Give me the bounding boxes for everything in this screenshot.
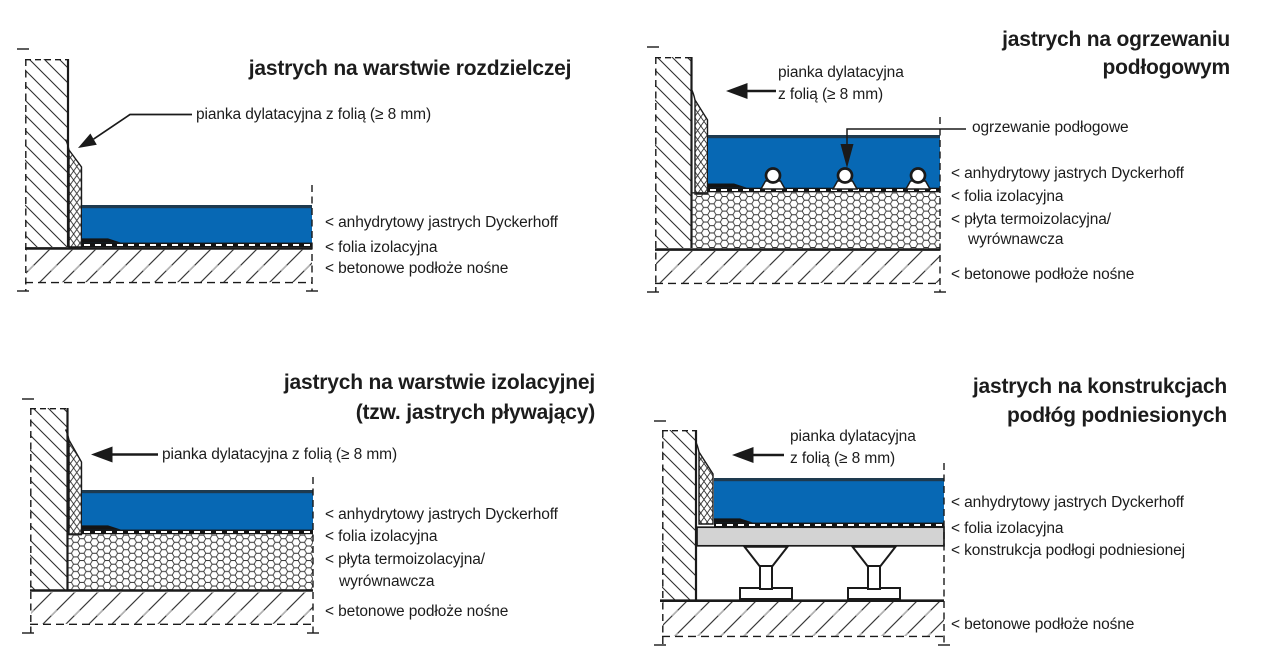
- arrow-down-left-icon: [78, 133, 97, 148]
- wall-hatch: [655, 57, 692, 248]
- heating-pipe: [764, 167, 782, 184]
- floor-pedestal: [847, 545, 901, 600]
- concrete-slab: [31, 591, 313, 624]
- layer-label-insulation-2: wyrównawcza: [968, 231, 1064, 248]
- pipe-mount: [904, 180, 932, 190]
- wall-hatch: [30, 408, 68, 590]
- diagram-raised-floor: [654, 420, 950, 646]
- layer-label-insulation: < płyta termoizolacyjna/: [325, 551, 485, 568]
- floor-pedestal: [739, 545, 793, 600]
- pipe-mount: [759, 180, 787, 190]
- foam-strip-label: z folią (≥ 8 mm): [778, 86, 884, 103]
- screed-layer: [714, 478, 944, 523]
- foam-strip-label: pianka dylatacyjna z folią (≥ 8 mm): [162, 446, 398, 463]
- foam-strip-label: pianka dylatacyjna z folią (≥ 8 mm): [196, 106, 432, 123]
- heating-pipe: [836, 167, 854, 184]
- wall-hatch: [662, 430, 697, 600]
- layer-label-screed: < anhydrytowy jastrych Dyckerhoff: [951, 165, 1184, 182]
- leader-line: [846, 128, 966, 144]
- arrow-left-icon: [91, 446, 113, 463]
- layer-label-screed: < anhydrytowy jastrych Dyckerhoff: [325, 214, 558, 231]
- diagram-floor-heating: [647, 46, 966, 293]
- layer-label-foil: < folia izolacyjna: [325, 528, 438, 545]
- insulation-board: [68, 534, 313, 590]
- foam-strip: [694, 97, 709, 195]
- pipe-mount: [831, 180, 859, 190]
- layer-label-concrete: < betonowe podłoże nośne: [951, 616, 1135, 633]
- heating-pipes: [759, 167, 932, 190]
- foam-strip-label: pianka dylatacyjna: [778, 64, 904, 81]
- foam-strip-label: pianka dylatacyjna: [790, 428, 916, 445]
- layer-label-foil: < folia izolacyjna: [951, 520, 1064, 537]
- layer-label-concrete: < betonowe podłoże nośne: [325, 260, 509, 277]
- arrow-left-icon: [732, 447, 754, 463]
- screed-layer: [82, 490, 313, 530]
- layer-label-screed: < anhydrytowy jastrych Dyckerhoff: [325, 506, 558, 523]
- layer-label-screed: < anhydrytowy jastrych Dyckerhoff: [951, 494, 1184, 511]
- leader-line: [93, 113, 192, 140]
- diagram2-title: jastrych na ogrzewaniu podłogowym: [1002, 28, 1230, 79]
- diagram4-title: jastrych na konstrukcjach podłóg podnies…: [972, 375, 1227, 427]
- arrow-left-icon: [726, 83, 748, 99]
- foam-strip: [68, 437, 83, 535]
- concrete-slab: [656, 250, 940, 283]
- heating-pipe-label: ogrzewanie podłogowe: [972, 119, 1129, 136]
- wall-hatch: [25, 59, 68, 247]
- diagram1-title: jastrych na warstwie rozdzielczej: [248, 57, 572, 80]
- concrete-slab: [26, 249, 312, 283]
- layer-label-concrete: < betonowe podłoże nośne: [325, 603, 509, 620]
- raised-floor-panel: [696, 526, 945, 547]
- layer-label-insulation: < płyta termoizolacyjna/: [951, 211, 1111, 228]
- diagram3-title: jastrych na warstwie izolacyjnej (tzw. j…: [283, 371, 595, 424]
- insulation-board: [692, 192, 940, 249]
- foam-strip: [698, 449, 714, 525]
- heating-pipe: [909, 167, 927, 184]
- screed-layer: [82, 205, 312, 243]
- diagram-separating-layer: [17, 48, 318, 292]
- layer-label-raised-floor: < konstrukcja podłogi podniesionej: [951, 542, 1185, 559]
- foam-strip-label: z folią (≥ 8 mm): [790, 450, 896, 467]
- diagram-insulating-layer: [22, 398, 319, 634]
- layer-label-concrete: < betonowe podłoże nośne: [951, 266, 1135, 283]
- arrow-down-icon: [840, 144, 854, 168]
- concrete-slab: [663, 602, 944, 636]
- foam-strip: [68, 147, 83, 248]
- screed-layer: [708, 135, 940, 188]
- layer-label-foil: < folia izolacyjna: [325, 239, 438, 256]
- layer-label-insulation-2: wyrównawcza: [339, 573, 435, 590]
- layer-label-foil: < folia izolacyjna: [951, 188, 1064, 205]
